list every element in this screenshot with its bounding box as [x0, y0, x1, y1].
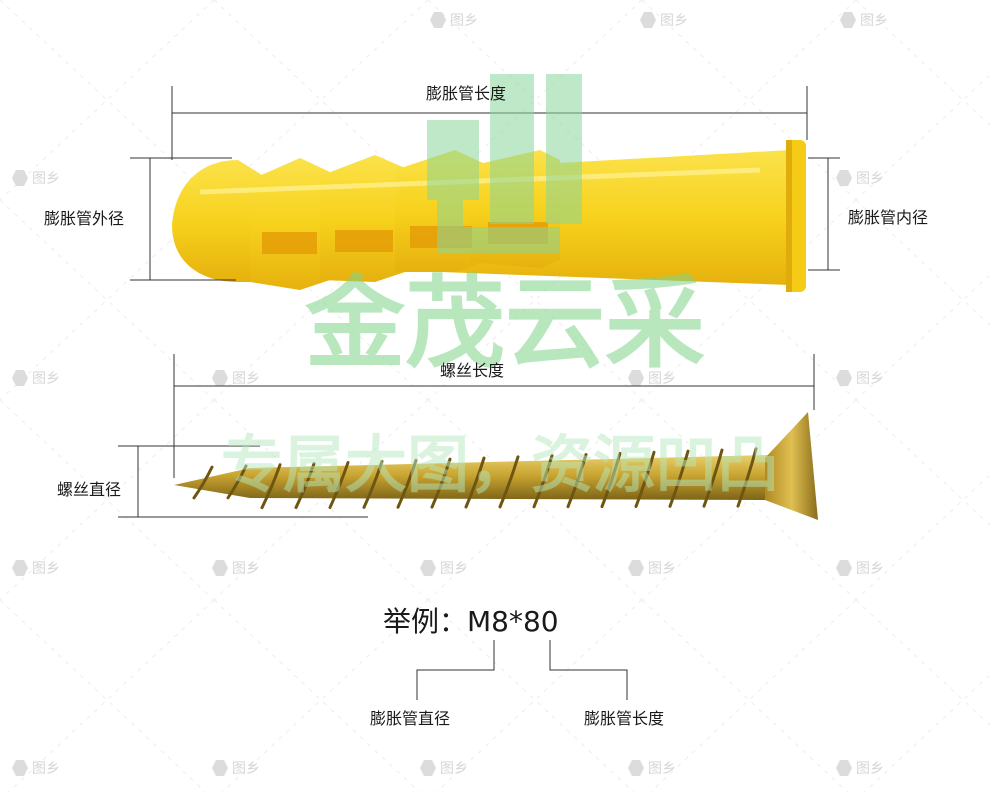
screw-thread	[566, 453, 588, 509]
watermark-tile-text: 图乡	[32, 171, 60, 187]
screw-thread	[736, 447, 758, 508]
screw-thread	[430, 457, 452, 509]
watermark-tile: 图乡	[12, 758, 60, 778]
watermark-tile-text: 图乡	[856, 561, 884, 577]
screw-thread	[226, 464, 248, 500]
screw-thread	[328, 461, 350, 509]
watermark-tile: 图乡	[628, 368, 676, 388]
watermark-hex-icon	[628, 370, 644, 386]
watermark-tile-text: 图乡	[648, 371, 676, 387]
watermark-hex-icon	[628, 760, 644, 776]
watermark-tile: 图乡	[430, 10, 478, 30]
anchor-outer-diameter-label: 膨胀管外径	[44, 209, 125, 228]
watermark-tile-text: 图乡	[648, 561, 676, 577]
watermark-tile-text: 图乡	[440, 561, 468, 577]
example-length-label: 膨胀管长度	[584, 709, 665, 728]
anchor-length-dimension	[171, 86, 808, 160]
anchor-outer-diameter-dimension	[130, 157, 236, 281]
screw-diameter-label: 螺丝直径	[57, 480, 122, 499]
screw-thread	[464, 456, 486, 509]
watermark-tile: 图乡	[836, 368, 884, 388]
watermark-tile-text: 图乡	[860, 13, 888, 29]
watermark-hex-icon	[430, 12, 446, 28]
slogan-watermark-text: 专属大图，资源凹凸	[221, 428, 779, 501]
watermark-tile-text: 图乡	[32, 371, 60, 387]
watermark-tile: 图乡	[840, 10, 888, 30]
watermark-tile: 图乡	[420, 558, 468, 578]
watermark-tile: 图乡	[836, 758, 884, 778]
anchor-inner-diameter-dimension	[808, 157, 840, 271]
brand-watermark-text: 金茂云采	[304, 265, 705, 382]
screw-thread	[532, 454, 554, 509]
screw-thread	[396, 458, 418, 509]
screw-thread	[260, 463, 282, 510]
watermark-tile: 图乡	[212, 558, 260, 578]
screw-thread	[668, 449, 690, 508]
screw-thread	[294, 462, 316, 510]
brand-watermark: 金茂云采 专属大图，资源凹凸	[221, 74, 779, 501]
watermark-tile: 图乡	[640, 10, 688, 30]
screw	[174, 412, 818, 520]
watermark-hex-icon	[420, 760, 436, 776]
watermark-tile-text: 图乡	[232, 371, 260, 387]
screw-thread	[634, 450, 656, 508]
watermark-tile: 图乡	[212, 758, 260, 778]
watermark-hex-icon	[836, 760, 852, 776]
watermark-tile-text: 图乡	[440, 761, 468, 777]
example-leader-lines	[416, 640, 628, 700]
example-spec-text: 举例：M8*80	[383, 605, 559, 638]
anchor-length-label: 膨胀管长度	[426, 84, 507, 103]
watermark-tile: 图乡	[836, 558, 884, 578]
watermark-tile-text: 图乡	[648, 761, 676, 777]
screw-thread	[702, 448, 724, 508]
watermark-hex-icon	[840, 12, 856, 28]
watermark-hex-icon	[212, 760, 228, 776]
watermark-tile: 图乡	[12, 368, 60, 388]
screw-thread	[498, 455, 520, 509]
watermark-hex-icon	[836, 560, 852, 576]
watermark-hex-icon	[640, 12, 656, 28]
watermark-tile: 图乡	[12, 168, 60, 188]
watermark-tile-text: 图乡	[450, 13, 478, 29]
watermark-hex-icon	[12, 560, 28, 576]
watermark-tile-text: 图乡	[232, 761, 260, 777]
watermark-hex-icon	[420, 560, 436, 576]
screw-length-label: 螺丝长度	[440, 361, 505, 380]
watermark-tile: 图乡	[12, 558, 60, 578]
watermark-hex-icon	[212, 560, 228, 576]
watermark-hex-icon	[12, 370, 28, 386]
screw-thread	[362, 459, 384, 509]
watermark-tile: 图乡	[212, 368, 260, 388]
watermark-tile: 图乡	[628, 758, 676, 778]
example-diameter-label: 膨胀管直径	[370, 709, 451, 728]
watermark-tile-text: 图乡	[856, 371, 884, 387]
watermark-hex-icon	[12, 760, 28, 776]
watermark-tile-text: 图乡	[232, 561, 260, 577]
watermark-hex-icon	[12, 170, 28, 186]
screw-thread	[600, 451, 622, 509]
watermark-tile-text: 图乡	[856, 761, 884, 777]
watermark-tile-text: 图乡	[660, 13, 688, 29]
watermark-hex-icon	[212, 370, 228, 386]
watermark-tile-text: 图乡	[32, 561, 60, 577]
watermark-hex-icon	[836, 370, 852, 386]
watermark-tile-text: 图乡	[32, 761, 60, 777]
screw-length-dimension	[173, 354, 815, 478]
watermark-tile: 图乡	[628, 558, 676, 578]
watermark-hex-icon	[628, 560, 644, 576]
watermark-tile: 图乡	[836, 168, 884, 188]
watermark-tile: 图乡	[420, 758, 468, 778]
screw-diameter-dimension	[118, 445, 368, 518]
screw-thread	[192, 465, 214, 500]
anchor-inner-diameter-label: 膨胀管内径	[848, 208, 929, 227]
watermark-tile-text: 图乡	[856, 171, 884, 187]
watermark-hex-icon	[836, 170, 852, 186]
